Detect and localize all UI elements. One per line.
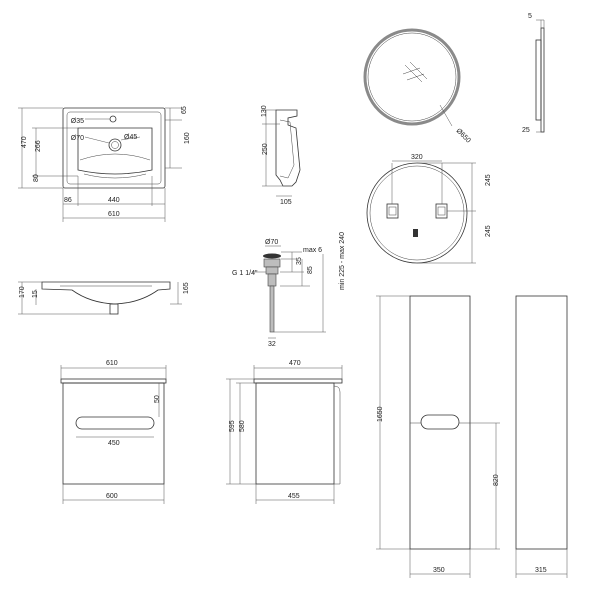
dim-side-580: 580	[239, 420, 246, 432]
dim-320: 320	[411, 154, 423, 161]
dim-mirror-25: 25	[522, 127, 530, 134]
drain-threaded	[267, 273, 277, 287]
dim-86: 86	[64, 197, 72, 204]
dim-side-455: 455	[288, 493, 300, 500]
tall-cabinet-side: 315	[515, 295, 568, 578]
dim-170: 170	[19, 286, 26, 298]
power-socket	[413, 229, 418, 237]
dim-tall-820: 820	[493, 474, 500, 486]
drain-hole	[108, 138, 122, 152]
dim-vanity-600: 600	[106, 493, 118, 500]
dim-245-top: 245	[485, 174, 492, 186]
dim-side-595: 595	[229, 420, 236, 432]
drain-body-mid	[265, 266, 279, 275]
basin-top-view: Ø35 Ø70 Ø45 65 160 266 470 80 86 440 610	[18, 106, 191, 222]
dim-105: 105	[280, 199, 292, 206]
dim-160: 160	[184, 132, 191, 144]
mirror-front: Ø650	[363, 28, 472, 145]
dim-85: 85	[307, 266, 314, 274]
dim-440: 440	[108, 197, 120, 204]
mirror-back: 320 245 245	[366, 154, 492, 264]
mirror-led-ring	[363, 28, 461, 126]
basin-section-outline	[275, 109, 301, 187]
vanity-side: 470 595 580 455	[226, 360, 343, 504]
dim-mirror-5: 5	[528, 13, 532, 20]
dim-15: 15	[32, 290, 39, 298]
basin-side-section: 130 250 105	[261, 105, 301, 206]
mirror-side-panel	[540, 27, 545, 133]
tall-cabinet-front: 1650 820 350	[376, 295, 500, 578]
dim-drain-inner: Ø45	[124, 134, 137, 141]
basin-outline	[62, 107, 166, 189]
dim-165: 165	[183, 282, 190, 294]
dim-max6: max 6	[303, 247, 322, 254]
dim-vanity-450: 450	[108, 440, 120, 447]
dim-drain-outer: Ø70	[71, 135, 84, 142]
mirror-side: 5 25	[522, 13, 545, 134]
vanity-front: 610 50 450 600	[60, 360, 167, 504]
vanity-top	[60, 378, 167, 384]
dim-tall-1650: 1650	[377, 406, 384, 422]
vanity-side-body	[255, 382, 335, 485]
dim-tall-315: 315	[535, 567, 547, 574]
dim-drain-diameter: Ø70	[265, 239, 278, 246]
dim-65: 65	[181, 106, 188, 114]
basin-front-drain	[109, 303, 119, 315]
mirror-side-bracket	[535, 39, 542, 121]
basin-front-outline	[41, 281, 171, 305]
dim-faucet-hole: Ø35	[71, 118, 84, 125]
vanity-handle	[75, 416, 155, 430]
dim-610-top: 610	[108, 211, 120, 218]
basin-bowl	[77, 127, 153, 175]
dim-80: 80	[33, 174, 40, 182]
drain-cap	[263, 253, 281, 259]
dim-266: 266	[35, 140, 42, 152]
dim-250: 250	[262, 143, 269, 155]
drain-pipe	[269, 285, 275, 333]
tall-cabinet-handle	[420, 414, 460, 430]
dim-225-240: min 225 - max 240	[339, 232, 346, 290]
vanity-side-top	[253, 378, 343, 384]
mirror-back-outline	[366, 162, 468, 264]
dim-tall-350: 350	[433, 567, 445, 574]
dim-470: 470	[21, 136, 28, 148]
dim-35: 35	[296, 257, 303, 265]
dim-32: 32	[268, 341, 276, 348]
faucet-hole	[109, 115, 117, 123]
dim-vanity-610: 610	[106, 360, 118, 367]
drain-detail: Ø70 max 6 35 85 min 225 - max 240 32 G 1…	[232, 232, 346, 348]
tall-cabinet-side-body	[515, 295, 568, 550]
bracket-right	[435, 203, 448, 219]
vanity-body	[62, 382, 165, 485]
dim-245-bottom: 245	[485, 225, 492, 237]
basin-front-view: 170 15 165	[18, 281, 190, 315]
dim-mirror-diameter: Ø650	[455, 127, 472, 144]
drain-body-top	[263, 258, 281, 268]
dim-vanity-50: 50	[154, 395, 161, 403]
bracket-left	[386, 203, 399, 219]
thread-label: G 1 1/4"	[232, 270, 258, 277]
dim-130: 130	[261, 105, 268, 117]
tall-cabinet-body	[409, 295, 471, 550]
dim-side-470: 470	[289, 360, 301, 367]
